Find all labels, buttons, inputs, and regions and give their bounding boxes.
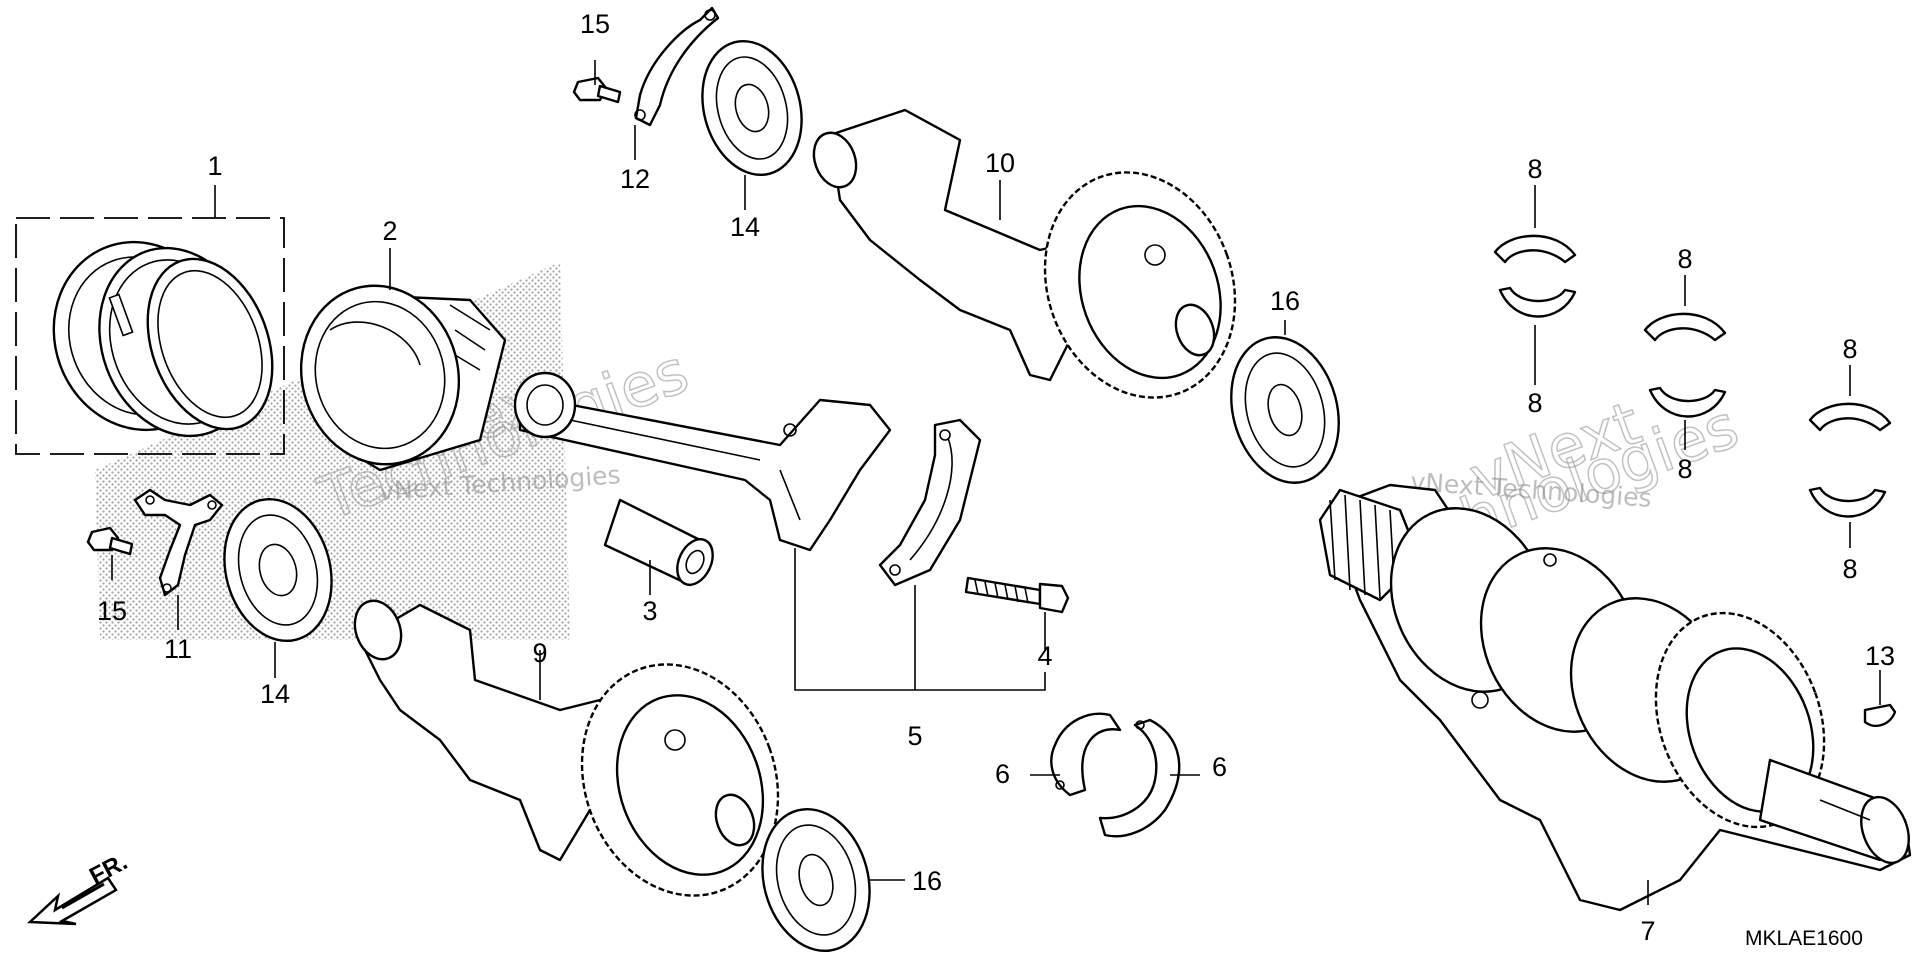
callout-12: 12 [620,164,650,194]
callout-6-left: 6 [995,759,1010,789]
callout-16-upper: 16 [1270,286,1300,316]
callout-15-lower: 15 [97,596,127,626]
callout-8-2: 8 [1527,388,1542,418]
callout-9: 9 [532,638,547,668]
callout-7: 7 [1640,916,1655,946]
part-14-bearing-lower [223,497,333,643]
callout-16-lower: 16 [912,866,942,896]
part-15-bolt-lower [86,526,134,556]
callout-8-1: 8 [1527,154,1542,184]
front-arrow-icon [26,876,118,926]
callout-15-upper: 15 [580,9,610,39]
callout-8-3: 8 [1677,244,1692,274]
part-9-balancer-shaft [353,599,780,897]
callout-10: 10 [985,148,1015,178]
part-16-bearing-lower [761,807,871,953]
front-marker: FR. [26,848,132,926]
part-10-balancer-shaft [812,108,1237,399]
callout-8-4: 8 [1677,454,1692,484]
callout-13: 13 [1865,641,1895,671]
part-4-rod-bolt [964,576,1070,614]
callout-11: 11 [164,634,192,664]
callout-8-5: 8 [1842,334,1857,364]
part-7-crankshaft [1318,483,1912,912]
front-marker-label: FR. [85,848,132,890]
diagram-code: MKLAE1600 [1745,927,1863,950]
connecting-rod [513,371,892,552]
part-16-bearing-upper [1230,336,1340,484]
callout-6-right: 6 [1212,752,1227,782]
part-13-key [1863,703,1897,727]
callout-4: 4 [1037,641,1052,671]
part-6-bearing-halves [1050,712,1181,838]
leader-lines [111,60,1881,905]
callout-14-lower: 14 [260,679,290,709]
callout-2: 2 [382,216,397,246]
part-14-bearing-upper [701,39,803,177]
callout-3: 3 [642,596,657,626]
callout-1: 1 [207,151,222,181]
part-5-rod-cap [878,418,982,587]
part-15-bolt-upper [572,76,622,104]
part-8-bearings [1493,234,1892,518]
part-12-plate [634,6,720,127]
part-3-piston-pin [603,498,714,587]
part-1-piston-ring-set [15,217,285,455]
lead-bracket-4-5 [794,548,1046,691]
callout-8-6: 8 [1842,554,1857,584]
callout-5: 5 [907,721,922,751]
callout-14-upper: 14 [730,212,760,242]
part-11-plate [133,488,224,597]
part-2-piston [299,284,507,472]
